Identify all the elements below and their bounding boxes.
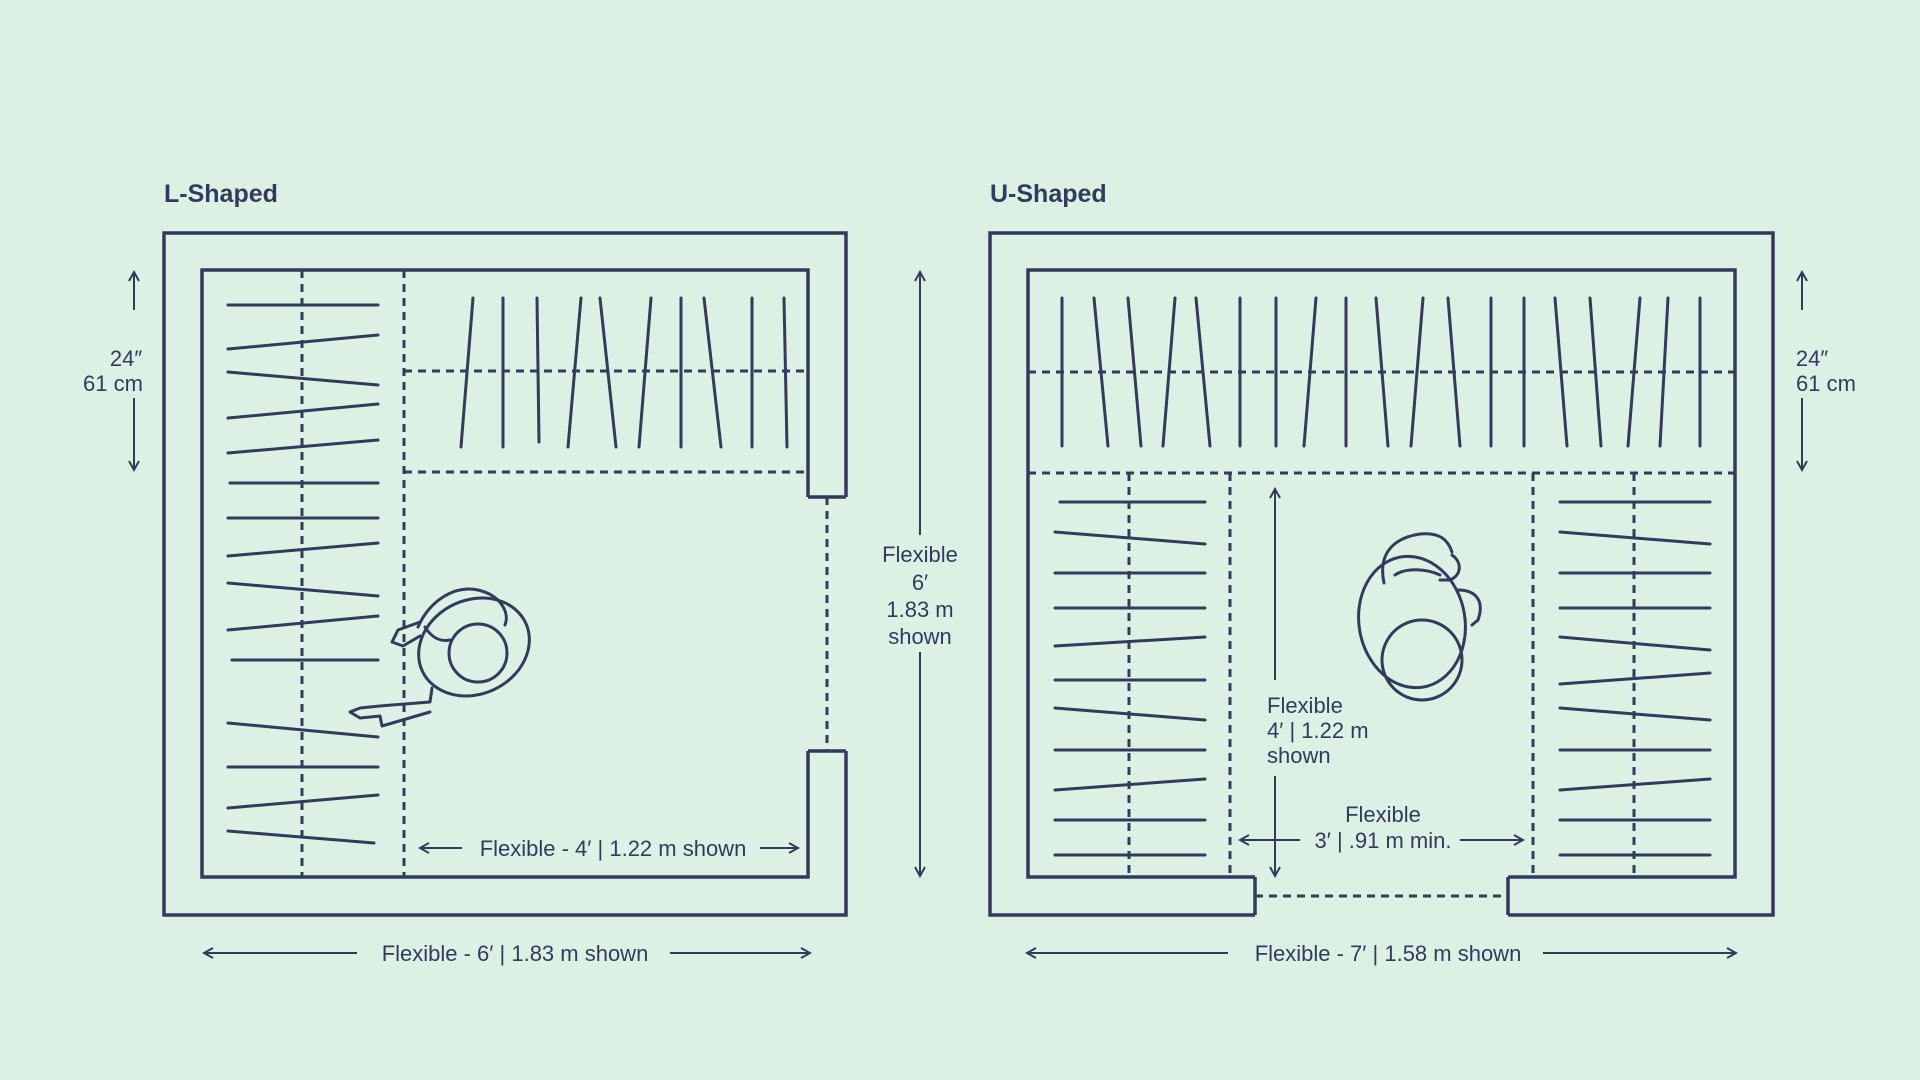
l-depth-in: 24″ [110, 346, 142, 371]
u-aisle-width-label-1: Flexible [1345, 802, 1421, 827]
l-top-hangers [459, 296, 789, 449]
u-depth-cm: 61 cm [1796, 371, 1856, 396]
l-inner-wall [200, 268, 810, 879]
u-shaped-plan: U-Shaped [988, 180, 1856, 966]
overall-depth-label-4: shown [888, 624, 952, 649]
u-aisle-depth-label-2: 4′ | 1.22 m [1267, 718, 1369, 743]
overall-depth-label-2: 6′ [912, 570, 928, 595]
overall-depth-label-1: Flexible [882, 542, 958, 567]
u-depth-in: 24″ [1796, 346, 1828, 371]
overall-depth-dimension: Flexible 6′ 1.83 m shown [882, 272, 958, 876]
l-overall-width-label: Flexible - 6′ | 1.83 m shown [382, 941, 649, 966]
u-aisle-depth-label-3: shown [1267, 743, 1331, 768]
u-left-hangers [1053, 500, 1207, 857]
l-inner-width-label: Flexible - 4′ | 1.22 m shown [480, 836, 747, 861]
overall-depth-label-3: 1.83 m [886, 597, 953, 622]
u-outer-wall [988, 231, 1775, 917]
u-overall-width-label: Flexible - 7′ | 1.58 m shown [1255, 941, 1522, 966]
u-person-figure [1357, 532, 1482, 702]
l-outer-wall [162, 231, 848, 917]
u-right-hangers [1558, 500, 1712, 857]
u-top-hangers [1060, 296, 1702, 448]
u-inner-wall [1026, 268, 1737, 879]
l-shaped-plan: L-Shaped [83, 180, 848, 966]
u-shaped-title: U-Shaped [990, 180, 1107, 208]
u-aisle-depth-label-1: Flexible [1267, 693, 1343, 718]
l-person-figure [348, 587, 531, 728]
u-aisle-width-label-2: 3′ | .91 m min. [1315, 828, 1452, 853]
l-left-hangers [226, 303, 380, 845]
l-depth-cm: 61 cm [83, 371, 143, 396]
l-shaped-title: L-Shaped [164, 180, 278, 208]
